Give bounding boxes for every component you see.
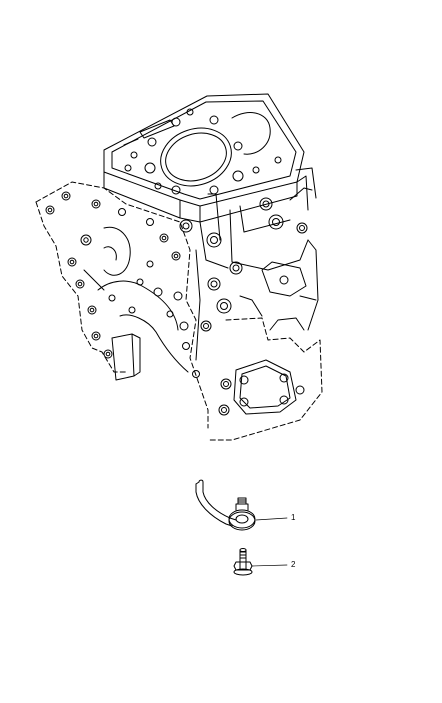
engine-mount-pad — [209, 261, 323, 441]
callout-1: 1 — [291, 513, 296, 522]
leader-line-1 — [255, 517, 288, 521]
cylinder-bore-2 — [231, 112, 271, 155]
center-bolts — [179, 193, 243, 361]
right-bosses — [259, 167, 317, 234]
head-gasket — [103, 93, 305, 207]
callout-2: 2 — [291, 560, 296, 569]
front-housing — [35, 181, 209, 429]
oil-supply-tube — [195, 479, 256, 531]
engine-block — [35, 93, 323, 441]
banjo-bolt — [233, 548, 253, 576]
leader-line-2 — [251, 564, 288, 567]
cylinder-bore-1 — [160, 127, 232, 187]
